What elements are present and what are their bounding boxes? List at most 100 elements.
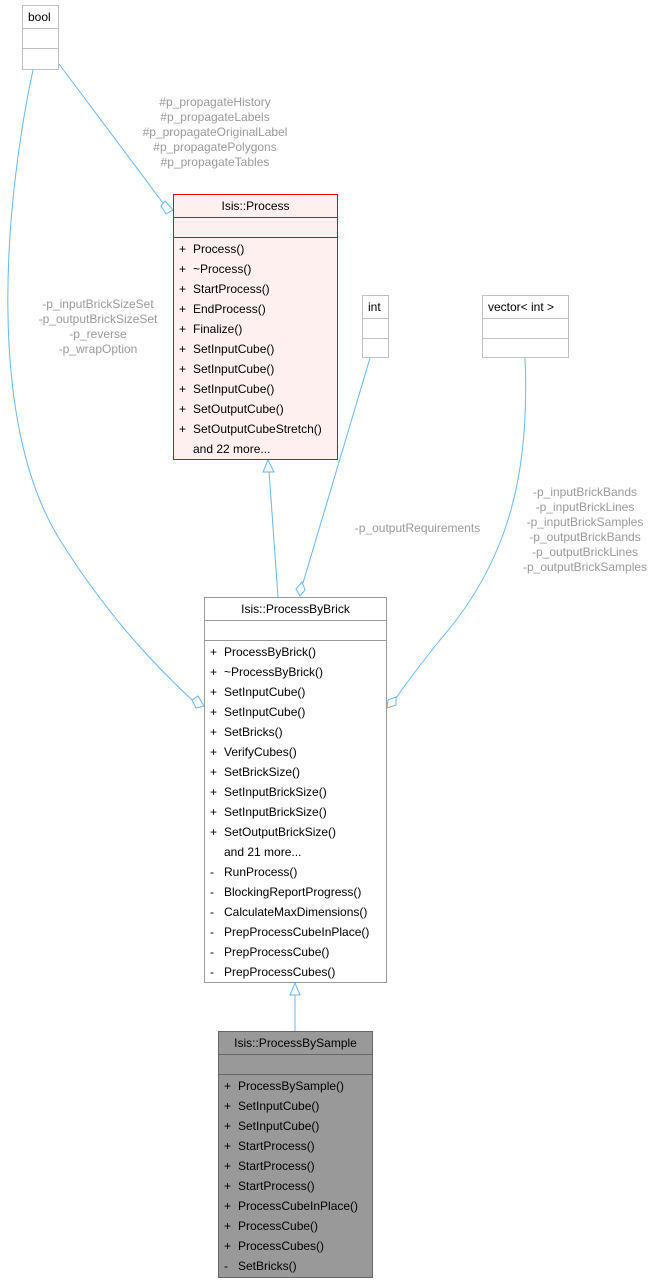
method-row[interactable]: -PrepProcessCube() xyxy=(205,942,386,962)
visibility-marker: + xyxy=(210,685,218,699)
method-name: SetInputCube() xyxy=(224,705,306,719)
method-row[interactable]: +~Process() xyxy=(174,259,337,279)
method-name: SetInputCube() xyxy=(193,382,275,396)
method-name: and 22 more... xyxy=(193,442,271,456)
method-row[interactable]: +StartProcess() xyxy=(219,1136,372,1156)
method-row[interactable]: +SetOutputBrickSize() xyxy=(205,822,386,842)
method-name: ~ProcessByBrick() xyxy=(224,665,324,679)
method-name: SetInputCube() xyxy=(238,1119,320,1133)
method-row[interactable]: + ~ProcessByBrick() xyxy=(205,662,386,682)
method-row[interactable]: +SetOutputCubeStretch() xyxy=(174,419,337,439)
method-row[interactable]: +ProcessByBrick() xyxy=(205,642,386,662)
edge-label-line: -p_inputBrickSizeSet xyxy=(42,297,154,311)
method-row[interactable]: +EndProcess() xyxy=(174,299,337,319)
visibility-marker: + xyxy=(224,1219,232,1233)
attributes-section xyxy=(483,319,568,339)
method-row[interactable]: +SetInputCube() xyxy=(174,339,337,359)
method-name: SetInputCube() xyxy=(238,1099,320,1113)
method-name: SetBrickSize() xyxy=(224,765,301,779)
class-name: vector< int > xyxy=(483,296,568,319)
aggregation-diamond-icon xyxy=(160,200,174,215)
class-node-int[interactable]: int xyxy=(362,295,389,358)
method-name: StartProcess() xyxy=(238,1139,315,1153)
edge-label-line: -p_inputBrickBands xyxy=(532,485,638,499)
visibility-marker: + xyxy=(224,1159,232,1173)
method-row[interactable]: + SetInputCube() xyxy=(174,359,337,379)
method-row[interactable]: +SetOutputCube() xyxy=(174,399,337,419)
method-row[interactable]: +SetInputBrickSize() xyxy=(205,802,386,822)
method-row[interactable]: -RunProcess() xyxy=(205,862,386,882)
edge-label-line: -p_outputBrickBands xyxy=(529,530,641,544)
visibility-marker: + xyxy=(179,262,187,276)
attributes-section xyxy=(23,29,58,49)
method-row[interactable]: +ProcessCubeInPlace() xyxy=(219,1196,372,1216)
method-row[interactable]: +SetInputCube() xyxy=(219,1096,372,1116)
method-row[interactable]: + StartProcess() xyxy=(174,279,337,299)
method-name: ProcessCubes() xyxy=(238,1239,325,1253)
class-node-bool[interactable]: bool xyxy=(22,5,59,70)
method-row[interactable]: -BlockingReportProgress() xyxy=(205,882,386,902)
edge-vector-to-processbybrick xyxy=(395,357,527,699)
visibility-marker: + xyxy=(179,362,187,376)
edge-label-line: #p_propagateOriginalLabel xyxy=(142,125,288,139)
edge-label-line: -p_outputBrickLines xyxy=(531,545,639,559)
visibility-marker: + xyxy=(210,765,218,779)
method-name: SetInputBrickSize() xyxy=(224,785,327,799)
method-name: Process() xyxy=(193,242,245,256)
method-row[interactable]: +Finalize() xyxy=(174,319,337,339)
visibility-marker: + xyxy=(210,725,218,739)
method-row[interactable]: +SetInputCube() xyxy=(205,702,386,722)
method-name: ProcessCubeInPlace() xyxy=(238,1199,359,1213)
class-node-isis-process[interactable]: Isis::Process +Process()+~Process()+Star… xyxy=(173,194,338,460)
method-row[interactable]: + SetInputCube() xyxy=(174,379,337,399)
method-row[interactable]: -PrepProcessCubes() xyxy=(205,962,386,982)
edge-bool-to-processbybrick xyxy=(7,69,193,701)
method-row[interactable]: + SetBrickSize() xyxy=(205,762,386,782)
method-row[interactable]: +SetInputBrickSize() xyxy=(205,782,386,802)
method-row[interactable]: + StartProcess() xyxy=(219,1156,372,1176)
visibility-marker: + xyxy=(210,825,218,839)
method-row[interactable]: -PrepProcessCubeInPlace() xyxy=(205,922,386,942)
method-row[interactable]: -SetBricks() xyxy=(219,1256,372,1276)
edge-int-to-processbybrick xyxy=(302,357,371,584)
method-row[interactable]: +ProcessCube() xyxy=(219,1216,372,1236)
method-name: SetBricks() xyxy=(224,725,283,739)
class-node-isis-processbybrick[interactable]: Isis::ProcessByBrick +ProcessByBrick()+~… xyxy=(204,597,387,983)
edge-label-line: -p_outputBrickSamples xyxy=(522,560,648,574)
edge-label-line: #p_propagatePolygons xyxy=(153,140,277,154)
visibility-marker: + xyxy=(210,665,218,679)
visibility-marker: - xyxy=(224,1259,228,1273)
method-row[interactable]: +ProcessBySample() xyxy=(219,1076,372,1096)
method-name: SetInputCube() xyxy=(193,342,275,356)
method-row[interactable]: +ProcessCubes() xyxy=(219,1236,372,1256)
method-row[interactable]: and 21 more... xyxy=(205,842,386,862)
attributes-section xyxy=(363,319,388,339)
method-row[interactable]: + SetInputCube() xyxy=(205,682,386,702)
method-row[interactable]: +SetInputCube() xyxy=(219,1116,372,1136)
class-node-vector-int[interactable]: vector< int > xyxy=(482,295,569,358)
method-row[interactable]: + SetBricks() xyxy=(205,722,386,742)
method-name: RunProcess() xyxy=(224,865,298,879)
method-name: PrepProcessCubeInPlace() xyxy=(224,925,370,939)
visibility-marker: - xyxy=(210,905,214,919)
method-row[interactable]: +StartProcess() xyxy=(219,1176,372,1196)
visibility-marker: + xyxy=(179,422,187,436)
edge-label-bool-process: #p_propagateHistory#p_propagateLabels#p_… xyxy=(125,95,305,170)
method-row[interactable]: -CalculateMaxDimensions() xyxy=(205,902,386,922)
method-name: PrepProcessCube() xyxy=(224,945,330,959)
edge-label-int-processbybrick: -p_outputRequirements xyxy=(340,521,495,536)
edge-label-line: -p_inputBrickLines xyxy=(535,500,635,514)
method-row[interactable]: +Process() xyxy=(174,239,337,259)
method-name: StartProcess() xyxy=(238,1159,315,1173)
visibility-marker: + xyxy=(179,302,187,316)
method-name: SetInputCube() xyxy=(224,685,306,699)
visibility-marker: + xyxy=(179,282,187,296)
edge-label-line: #p_propagateHistory xyxy=(159,95,271,109)
aggregation-diamond-icon xyxy=(295,581,306,597)
method-row[interactable]: +VerifyCubes() xyxy=(205,742,386,762)
visibility-marker: + xyxy=(179,382,187,396)
method-name: StartProcess() xyxy=(193,282,270,296)
method-name: SetInputCube() xyxy=(193,362,275,376)
method-row[interactable]: and 22 more... xyxy=(174,439,337,459)
